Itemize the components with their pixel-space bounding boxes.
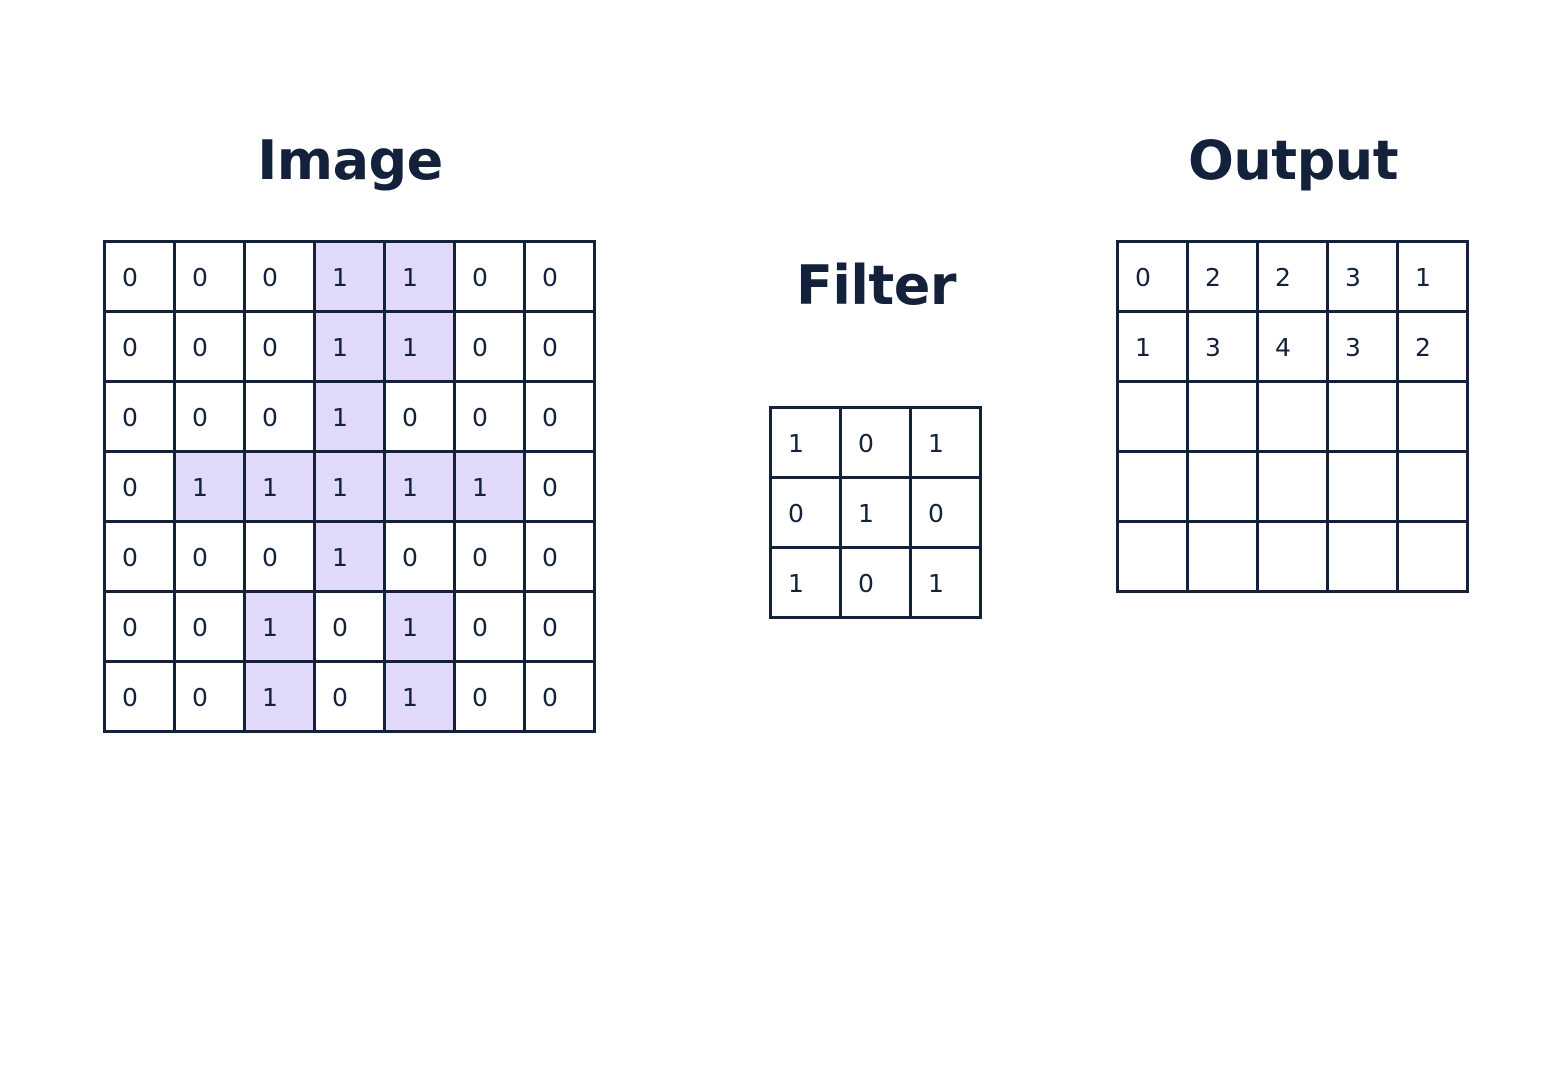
filter-cell-2-2: 1 [912, 549, 982, 619]
image-cell-1-1: 0 [176, 313, 246, 383]
image-cell-5-5: 0 [456, 593, 526, 663]
image-cell-3-1: 1 [176, 453, 246, 523]
image-cell-5-0: 0 [106, 593, 176, 663]
filter-cell-0-0: 1 [772, 409, 842, 479]
output-cell-3-3 [1329, 453, 1399, 523]
output-cell-3-1 [1189, 453, 1259, 523]
image-cell-1-6: 0 [526, 313, 596, 383]
image-cell-3-3: 1 [316, 453, 386, 523]
image-cell-5-6: 0 [526, 593, 596, 663]
image-cell-2-6: 0 [526, 383, 596, 453]
output-cell-0-0: 0 [1119, 243, 1189, 313]
filter-cell-0-1: 0 [842, 409, 912, 479]
image-cell-2-2: 0 [246, 383, 316, 453]
output-cell-4-3 [1329, 523, 1399, 593]
output-cell-4-2 [1259, 523, 1329, 593]
image-cell-6-0: 0 [106, 663, 176, 733]
image-cell-6-2: 1 [246, 663, 316, 733]
output-cell-3-0 [1119, 453, 1189, 523]
filter-cell-1-0: 0 [772, 479, 842, 549]
filter-cell-2-1: 0 [842, 549, 912, 619]
output-cell-2-4 [1399, 383, 1469, 453]
image-cell-6-3: 0 [316, 663, 386, 733]
image-cell-3-6: 0 [526, 453, 596, 523]
image-cell-0-6: 0 [526, 243, 596, 313]
image-cell-0-5: 0 [456, 243, 526, 313]
image-cell-5-2: 1 [246, 593, 316, 663]
image-cell-1-4: 1 [386, 313, 456, 383]
output-cell-0-2: 2 [1259, 243, 1329, 313]
filter-cell-0-2: 1 [912, 409, 982, 479]
image-cell-0-2: 0 [246, 243, 316, 313]
filter-title: Filter [796, 254, 956, 317]
image-cell-2-3: 1 [316, 383, 386, 453]
image-cell-6-4: 1 [386, 663, 456, 733]
filter-cell-1-1: 1 [842, 479, 912, 549]
image-cell-5-3: 0 [316, 593, 386, 663]
output-cell-0-1: 2 [1189, 243, 1259, 313]
image-title: Image [257, 129, 443, 192]
image-cell-4-4: 0 [386, 523, 456, 593]
output-cell-2-2 [1259, 383, 1329, 453]
image-cell-6-1: 0 [176, 663, 246, 733]
image-cell-5-4: 1 [386, 593, 456, 663]
output-cell-4-0 [1119, 523, 1189, 593]
output-cell-1-4: 2 [1399, 313, 1469, 383]
output-cell-1-0: 1 [1119, 313, 1189, 383]
image-cell-1-5: 0 [456, 313, 526, 383]
output-cell-1-3: 3 [1329, 313, 1399, 383]
image-cell-3-2: 1 [246, 453, 316, 523]
output-cell-0-3: 3 [1329, 243, 1399, 313]
image-cell-6-5: 0 [456, 663, 526, 733]
output-cell-0-4: 1 [1399, 243, 1469, 313]
image-cell-1-0: 0 [106, 313, 176, 383]
filter-cell-1-2: 0 [912, 479, 982, 549]
image-cell-5-1: 0 [176, 593, 246, 663]
output-cell-1-2: 4 [1259, 313, 1329, 383]
image-cell-4-1: 0 [176, 523, 246, 593]
output-cell-2-0 [1119, 383, 1189, 453]
image-cell-4-2: 0 [246, 523, 316, 593]
output-cell-2-3 [1329, 383, 1399, 453]
image-cell-3-0: 0 [106, 453, 176, 523]
output-cell-3-4 [1399, 453, 1469, 523]
filter-cell-2-0: 1 [772, 549, 842, 619]
output-title: Output [1187, 129, 1399, 192]
output-cell-1-1: 3 [1189, 313, 1259, 383]
image-cell-1-3: 1 [316, 313, 386, 383]
image-cell-4-5: 0 [456, 523, 526, 593]
image-cell-6-6: 0 [526, 663, 596, 733]
output-cell-4-1 [1189, 523, 1259, 593]
image-cell-0-1: 0 [176, 243, 246, 313]
image-cell-0-0: 0 [106, 243, 176, 313]
image-cell-4-3: 1 [316, 523, 386, 593]
image-cell-2-5: 0 [456, 383, 526, 453]
image-cell-0-3: 1 [316, 243, 386, 313]
output-cell-2-1 [1189, 383, 1259, 453]
image-cell-3-5: 1 [456, 453, 526, 523]
image-cell-2-4: 0 [386, 383, 456, 453]
image-cell-2-0: 0 [106, 383, 176, 453]
image-cell-3-4: 1 [386, 453, 456, 523]
output-cell-4-4 [1399, 523, 1469, 593]
output-cell-3-2 [1259, 453, 1329, 523]
image-cell-2-1: 0 [176, 383, 246, 453]
image-cell-0-4: 1 [386, 243, 456, 313]
image-cell-4-6: 0 [526, 523, 596, 593]
image-cell-4-0: 0 [106, 523, 176, 593]
image-cell-1-2: 0 [246, 313, 316, 383]
